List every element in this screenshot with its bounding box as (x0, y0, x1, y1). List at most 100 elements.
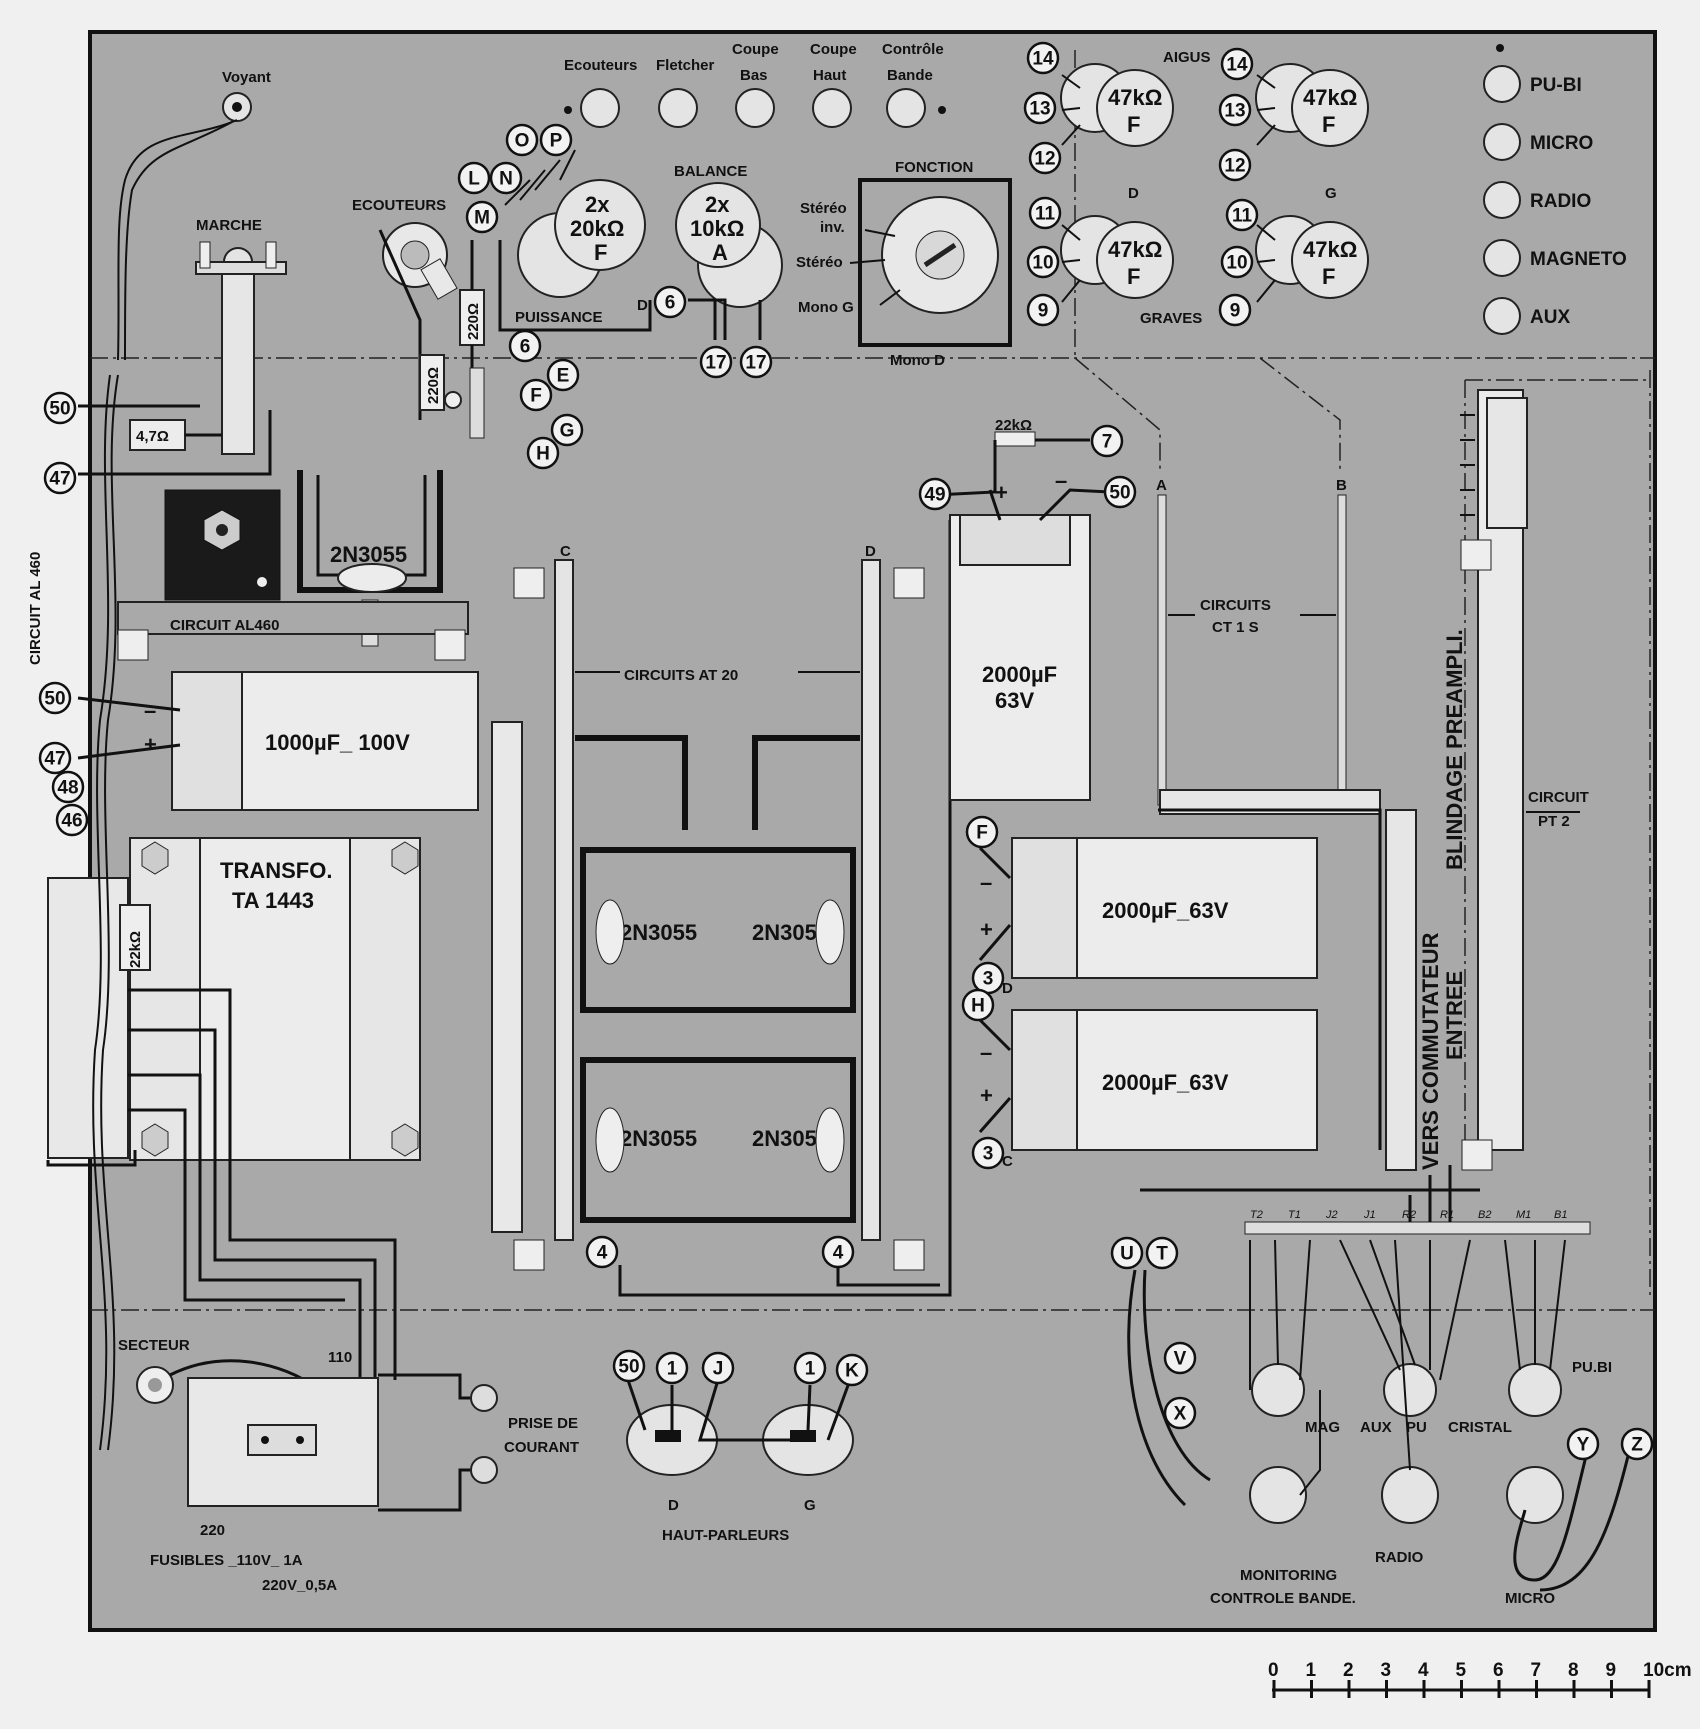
terminal-node (539, 123, 573, 157)
ct1s-a-label: A (1156, 477, 1167, 494)
terminal-node-label: K (845, 1361, 859, 1382)
marche-label: MARCHE (196, 217, 262, 234)
terminal-node-label: U (1120, 1244, 1134, 1265)
switch-bar (221, 273, 255, 455)
terminal-node (55, 803, 89, 837)
scale-tick-label: 8 (1568, 1660, 1579, 1681)
resistor-22k-label: 22kΩ (127, 931, 144, 968)
cap2000-label-1: 2000µF (982, 662, 1057, 687)
regulator-transistor (337, 563, 407, 593)
connector-label: B2 (1478, 1209, 1491, 1221)
board-d-label: D (865, 543, 876, 560)
pot-leads (504, 149, 576, 206)
transistor-2n3055 (595, 899, 625, 965)
terminal-node-label: 10 (1226, 253, 1247, 274)
input-tag-strip (1244, 1221, 1591, 1235)
speaker-pin (790, 1430, 816, 1442)
mains-inlet-center (148, 1378, 162, 1392)
pu-label: PU (1406, 1419, 1427, 1436)
socket-terminal (470, 1384, 498, 1412)
socket-wires (378, 1373, 470, 1512)
terminal-node-label: 13 (1029, 99, 1050, 120)
terminal-node-label: G (560, 421, 575, 442)
output-wires (618, 520, 952, 1297)
pot-47k-f-label: F (1127, 112, 1140, 137)
terminal-node-label: 49 (924, 485, 945, 506)
scale-tick-label: 10cm (1643, 1660, 1692, 1681)
plus-sign: + (980, 1083, 993, 1108)
terminal-node-label: 12 (1224, 156, 1245, 177)
resistor-22k (119, 904, 151, 971)
fonction-label: FONCTION (895, 159, 973, 176)
terminal-node (550, 413, 584, 447)
terminal-node-label: 10 (1032, 253, 1053, 274)
regulator-transistor-label: 2N3055 (330, 542, 407, 567)
fonction-leads (849, 229, 901, 306)
terminal-node (739, 345, 773, 379)
mag-socket (1251, 1363, 1305, 1417)
mounting-screw (513, 567, 545, 599)
terminal-node-label: T (1156, 1244, 1168, 1265)
panel-screw (564, 106, 572, 114)
terminal-node-label: 13 (1224, 101, 1245, 122)
input-button (1483, 239, 1521, 277)
terminal-node (1220, 47, 1254, 81)
terminal-node-label: 1 (667, 1359, 678, 1380)
monitoring-label: MONITORING (1240, 1567, 1337, 1584)
balance-pot (675, 182, 761, 268)
minus-sign: – (980, 1040, 992, 1065)
pot-2x10k-label-1: 2x (705, 192, 730, 217)
terminal-node-label: 4 (833, 1243, 844, 1264)
pot-47k-f-label: F (1127, 264, 1140, 289)
circuits-ct1s-label-1: CIRCUITS (1200, 597, 1271, 614)
plus-sign: + (980, 917, 993, 942)
ecouteurs-jack-label: ECOUTEURS (352, 197, 446, 214)
terminal-node (1566, 1427, 1600, 1461)
ct1s-wires (1140, 808, 1480, 1192)
pot-47k-label: 47kΩ (1108, 237, 1162, 262)
circuit-al460-label: CIRCUIT AL460 (170, 617, 279, 634)
preamp-connector (1486, 397, 1528, 529)
circuits-at20-label: CIRCUITS AT 20 (624, 667, 738, 684)
ct1s-b-label: B (1336, 477, 1347, 494)
controle-bande-label-2: Bande (887, 67, 933, 84)
circuit-pt2-label-2: PT 2 (1538, 813, 1570, 830)
controle-bande-button (886, 88, 926, 128)
mag-label: MAG (1305, 1419, 1340, 1436)
transistor-heatsink-lower (580, 1057, 856, 1223)
transistor-2n3055 (815, 899, 845, 965)
terminal-node-label: 47 (44, 749, 65, 770)
pilot-lamp-center (232, 102, 242, 112)
scale-tick-label: 9 (1606, 1660, 1617, 1681)
terminal-node-label: 17 (745, 353, 766, 374)
cap-d-label: D (1002, 980, 1013, 997)
fuse-contact (261, 1436, 269, 1444)
terminal-node-label: 14 (1032, 49, 1054, 70)
terminal-node (701, 1351, 735, 1385)
circuit-pt2-label-1: CIRCUIT (1528, 789, 1589, 806)
terminal-node-label: 50 (618, 1357, 639, 1378)
micro-label: MICRO (1505, 1590, 1555, 1607)
terminal-node-label: L (468, 169, 480, 190)
headphone-jack-center (400, 240, 430, 270)
scale-tick-label: 3 (1381, 1660, 1392, 1681)
terminal-node (1620, 1427, 1654, 1461)
terminal-node-label: H (971, 996, 985, 1017)
cap2000-c-label: 2000µF_63V (1102, 1070, 1229, 1095)
circuits-ct1s-label-2: CT 1 S (1212, 619, 1259, 636)
capacitor-1000uf-label: 1000µF_ 100V (265, 730, 410, 755)
scale-tick-label: 2 (1343, 1660, 1354, 1681)
terminal-node-label: E (557, 366, 570, 387)
circuit-al460-board (117, 601, 469, 635)
stereo-inv-label-2: inv. (820, 219, 845, 236)
tag-strip (469, 367, 485, 439)
resistor-220-1-label: 220Ω (425, 367, 442, 404)
fuse-contact (296, 1436, 304, 1444)
terminal-node-label: Z (1631, 1435, 1643, 1456)
terminal-node-label: 7 (1102, 432, 1113, 453)
balance-wire (713, 300, 762, 340)
aux-socket (1383, 1363, 1437, 1417)
fusibles-label-2: 220V_0,5A (262, 1577, 337, 1594)
mounting-screw (513, 1239, 545, 1271)
terminal-node-label: 17 (705, 353, 726, 374)
